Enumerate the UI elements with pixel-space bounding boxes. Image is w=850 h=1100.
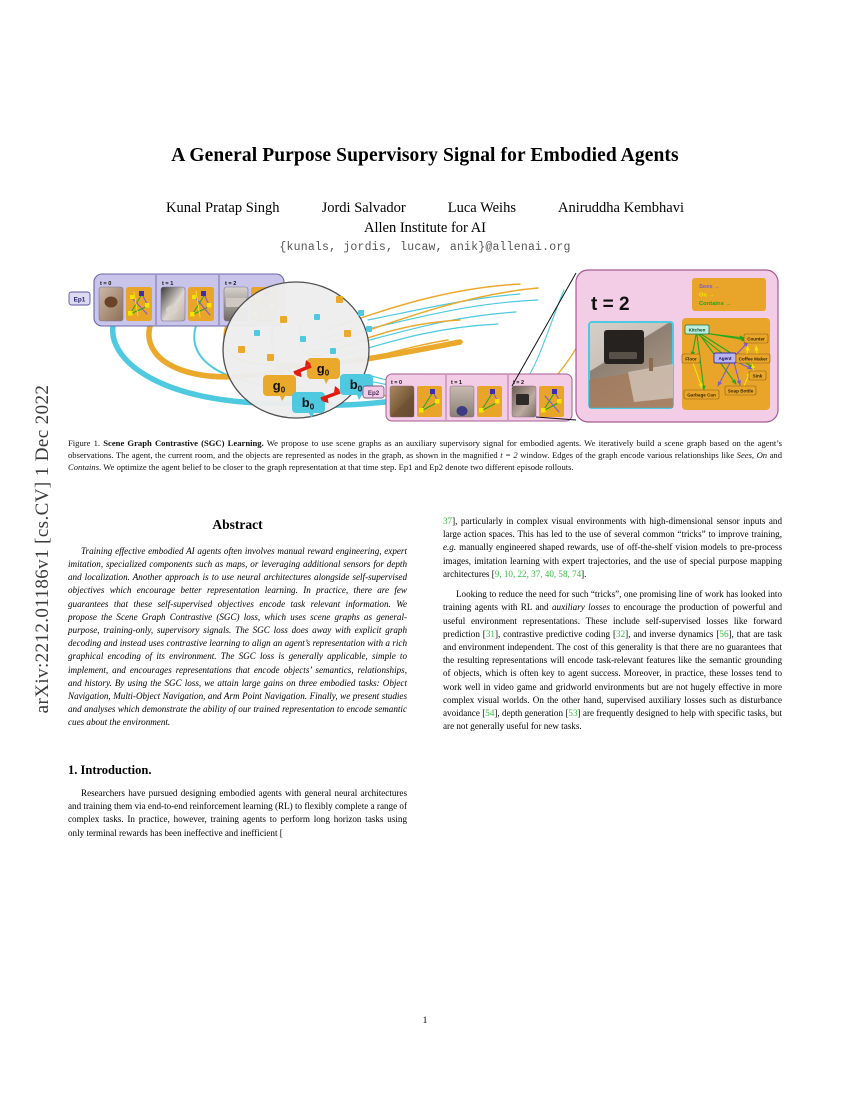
graph-node-coffee-maker: Coffee Maker [739, 357, 768, 362]
intro-p1-text-a: Researchers have pursued designing embod… [68, 787, 407, 838]
intro-paragraph-1-left: Researchers have pursued designing embod… [68, 787, 407, 840]
magnified-timestep-label: t = 2 [591, 294, 630, 315]
graph-node-garbage-can: Garbage Can [687, 393, 716, 398]
figure-1: Ep1 t = 0 t = 1 [68, 268, 782, 426]
belief-node-b0-lower: b0 [292, 392, 325, 418]
intro-p1-text-b: ], particularly in complex visual enviro… [443, 516, 782, 540]
caption-text-4: and [767, 450, 783, 461]
paper-page: A General Purpose Supervisory Signal for… [68, 0, 782, 1100]
graph-node-soap-bottle: Soap Bottle [728, 389, 754, 394]
episode-label-ep2: Ep2 [368, 390, 380, 397]
caption-relation-contains: Contains [68, 462, 100, 473]
scene-graph-nodes: Kitchen Counter Floor Agent Coffee Maker… [681, 324, 771, 400]
legend-on: On → [699, 293, 714, 299]
magnified-panel: t = 2 Sees → On → Contains → [575, 269, 779, 423]
belief-node-g0-upper: g0 [307, 358, 340, 384]
arxiv-stamp: arXiv:2212.01186v1 [cs.CV] 1 Dec 2022 [32, 384, 53, 714]
intro-paragraph-1-right: 37], particularly in complex visual envi… [443, 515, 782, 581]
page-title: A General Purpose Supervisory Signal for… [171, 145, 679, 166]
intro-p2-text-c: ], contrastive predictive coding [ [494, 628, 617, 639]
intro-p2-text-e: ], that are task and environment indepen… [443, 628, 783, 719]
graph-node-kitchen: Kitchen [689, 328, 706, 333]
timestep-label: t = 0 [391, 380, 402, 386]
caption-relation-sees: Sees [736, 450, 752, 461]
citation[interactable]: 37 [443, 516, 453, 526]
episode-label-ep1: Ep1 [74, 296, 86, 303]
citation-group[interactable]: 9, 10, 22, 37, 40, 58, 74 [494, 568, 582, 579]
figure-caption: Figure 1. Scene Graph Contrastive (SGC) … [68, 437, 782, 474]
intro-p2-text-b: to encourage the production of powerful … [443, 602, 782, 639]
episode-panel-ep2: Ep2 t = 0 t = 1 [362, 373, 573, 422]
intro-p2-text-a: Looking to reduce the need for such “tri… [443, 589, 782, 613]
timestep-label: t = 0 [100, 281, 111, 287]
intro-p1-text-c: manually engineered shaped rewards, use … [443, 542, 782, 579]
author: Luca Weihs [447, 200, 516, 216]
intro-p2-italic: auxiliary losses [551, 602, 610, 613]
citation[interactable]: 32 [616, 628, 626, 639]
timestep-label: t = 2 [513, 380, 524, 386]
timestep-label: t = 1 [451, 380, 462, 386]
caption-label: Figure 1. [68, 438, 101, 448]
caption-bold-title: Scene Graph Contrastive (SGC) Learning. [103, 438, 264, 448]
caption-text-1: We propose to use scene graphs as an aux… [68, 438, 782, 461]
author-list: Kunal Pratap Singh Jordi Salvador Luca Wei… [68, 200, 782, 217]
magnification-cone [511, 272, 577, 421]
caption-math: t = 2 [500, 450, 518, 461]
embedding-space-circle: g0 g0 b0 b0 [222, 281, 373, 419]
column-right: 37], particularly in complex visual envi… [443, 515, 782, 741]
intro-paragraph-2: Looking to reduce the need for such “tri… [443, 588, 782, 733]
author: Aniruddha Kembhavi [557, 200, 685, 216]
caption-text-2: window. Edges of the graph encode variou… [517, 450, 737, 461]
section-heading-introduction: 1. Introduction. [68, 762, 152, 777]
page-number: 1 [422, 1016, 428, 1026]
graph-node-counter: Counter [747, 337, 765, 342]
citation[interactable]: 31 [485, 628, 495, 639]
timestep-label: t = 1 [162, 281, 173, 287]
timestep-label: t = 2 [225, 281, 236, 287]
citation[interactable]: 53 [568, 708, 578, 719]
citation[interactable]: 54 [485, 708, 495, 719]
caption-relation-on: On [756, 450, 768, 461]
graph-node-floor: Floor [685, 357, 697, 362]
contrastive-arrow [293, 360, 341, 404]
intro-p2-text-d: ], and inverse dynamics [ [625, 628, 720, 639]
author: Kunal Pratap Singh [165, 200, 280, 216]
citation[interactable]: 56 [719, 628, 729, 639]
caption-text-5: . We optimize the agent belief to be clo… [99, 462, 574, 473]
abstract-heading: Abstract [212, 517, 263, 532]
intro-p2-text-g: ] are frequently designed to help with s… [443, 708, 782, 732]
intro-p2-text-f: ], depth generation [ [494, 708, 569, 719]
affiliation: Allen Institute for AI [363, 220, 487, 236]
legend-sees: Sees → [699, 284, 720, 290]
column-left: Abstract Training effective embodied AI … [68, 515, 407, 847]
legend-contains: Contains → [699, 301, 731, 307]
author-emails: {kunals, jordis, lucaw, anik}@allenai.or… [279, 241, 571, 254]
graph-node-agent: Agent [718, 356, 731, 361]
author: Jordi Salvador [321, 200, 406, 216]
abstract-body: Training effective embodied AI agents of… [68, 545, 407, 728]
intro-p1-text-d: ]. [581, 568, 587, 579]
intro-p1-eg: e.g. [443, 542, 457, 553]
caption-text-3: , [751, 450, 757, 461]
graph-node-sink: Sink [753, 374, 763, 379]
belief-node-g0-lower: g0 [263, 375, 296, 401]
